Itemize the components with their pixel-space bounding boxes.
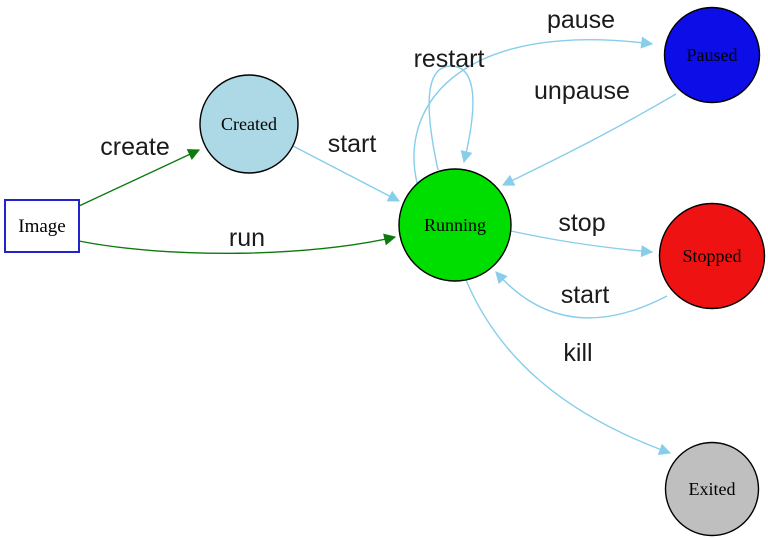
node-exited: Exited bbox=[664, 441, 760, 537]
edge-unpause bbox=[501, 93, 677, 186]
edge-restart-self-loop bbox=[428, 65, 474, 171]
node-running: Running bbox=[398, 168, 512, 282]
node-stopped: Stopped bbox=[658, 202, 766, 310]
node-image: Image bbox=[4, 199, 80, 253]
exited-circle-shape bbox=[664, 441, 760, 537]
stopped-circle-shape bbox=[658, 202, 766, 310]
edge-create bbox=[78, 149, 201, 207]
edge-label-kill: kill bbox=[563, 339, 592, 367]
edge-pause bbox=[413, 36, 654, 184]
edge-label-run: run bbox=[229, 224, 265, 252]
edge-label-start-from-created: start bbox=[328, 130, 377, 158]
exited-circle-label: Exited bbox=[689, 479, 736, 499]
edge-run bbox=[78, 233, 397, 255]
image-box-shape bbox=[4, 199, 80, 253]
edge-kill bbox=[465, 279, 672, 455]
created-circle-shape bbox=[199, 74, 299, 174]
edge-label-unpause: unpause bbox=[534, 77, 630, 105]
running-circle-label: Running bbox=[424, 215, 486, 235]
running-circle-shape bbox=[398, 168, 512, 282]
edge-label-restart: restart bbox=[414, 45, 485, 73]
stopped-circle-label: Stopped bbox=[682, 246, 741, 266]
node-paused: Paused bbox=[663, 6, 761, 104]
image-box-label: Image bbox=[18, 216, 65, 237]
paused-circle-label: Paused bbox=[687, 45, 738, 65]
edge-label-stop: stop bbox=[558, 209, 605, 237]
edge-label-start-from-stopped: start bbox=[561, 281, 610, 309]
paused-circle-shape bbox=[663, 6, 761, 104]
edge-label-pause: pause bbox=[547, 6, 615, 34]
node-created: Created bbox=[199, 74, 299, 174]
edge-start-from-created bbox=[292, 145, 401, 202]
edge-label-create: create bbox=[100, 133, 169, 161]
edge-start-from-stopped bbox=[495, 271, 668, 319]
edge-stop bbox=[510, 230, 654, 258]
created-circle-label: Created bbox=[221, 114, 277, 134]
